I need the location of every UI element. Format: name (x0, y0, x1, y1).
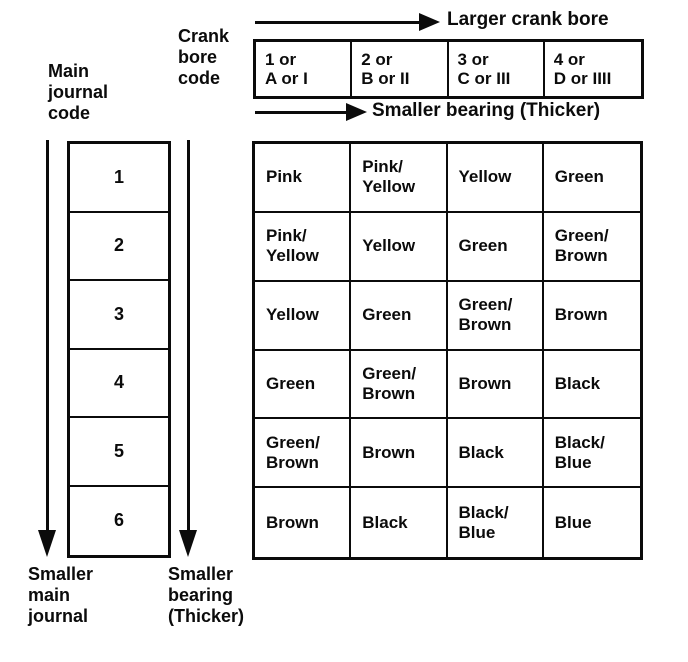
crank-bore-code-1: 1 or A or I (256, 42, 353, 96)
bearing-cell-r6-c2: Black (351, 488, 448, 557)
larger-crank-bore-label: Larger crank bore (447, 9, 609, 30)
smaller-bearing-arrow-line (255, 111, 347, 114)
crank-bore-code-4: 4 or D or IIII (553, 50, 612, 88)
main-journal-code-6: 6 (113, 510, 124, 531)
crank-bore-code-header-row: 1 or A or I 2 or B or II 3 or C or III 4… (253, 39, 644, 99)
bearing-cell-r1-c2: Pink/ Yellow (351, 144, 448, 213)
bearing-cell-r1-c1: Pink (255, 144, 352, 213)
bearing-cell-r4-c4: Black (543, 351, 640, 420)
crank-bore-code-label: Crank bore code (178, 26, 230, 88)
bearing-cell-r1-c3: Yellow (447, 144, 544, 213)
bearing-cell-r6-c3: Black/ Blue (448, 488, 544, 557)
bearing-cell-r3-c1: Yellow (255, 281, 352, 351)
bearing-cell-r5-c3: Black (447, 419, 544, 489)
right-arrowhead-icon (346, 103, 367, 121)
main-journal-code-5: 5 (70, 418, 168, 487)
bearing-cell-r6-c1: Brown (255, 488, 352, 557)
crank-bore-code-2: 2 or B or II (352, 42, 449, 96)
smaller-bearing-bottom-label: Smaller bearing (Thicker) (168, 564, 245, 626)
main-journal-code-column: 1 2 3 4 5 6 (67, 141, 171, 558)
bearing-cell-r4-c3: Brown (447, 350, 544, 420)
main-journal-code-4: 4 (70, 350, 168, 418)
bearing-cell-r3-c2: Green (351, 281, 448, 351)
main-journal-code-2: 2 (70, 213, 168, 281)
right-arrowhead-icon (419, 13, 440, 31)
bearing-cell-r2-c1: Pink/ Yellow (255, 212, 352, 282)
down-arrowhead-icon (179, 530, 197, 557)
bearing-color-table: Pink Pink/ Yellow Yellow Green Pink/ Yel… (252, 141, 643, 560)
bearing-cell-r2-c4: Green/ Brown (543, 213, 640, 282)
bearing-cell-r3-c4: Brown (543, 282, 640, 351)
smaller-bearing-top-label: Smaller bearing (Thicker) (372, 100, 601, 121)
smaller-bearing-arrow-line-vertical (187, 140, 190, 532)
bearing-cell-r5-c1: Green/ Brown (255, 419, 352, 489)
bearing-cell-r1-c4: Green (543, 144, 640, 213)
bearing-cell-r6-c4: Blue (554, 512, 592, 532)
bearing-cell-r3-c3: Green/ Brown (447, 281, 544, 351)
bearing-cell-r4-c2: Green/ Brown (351, 350, 448, 420)
down-arrowhead-icon (38, 530, 56, 557)
smaller-main-journal-label: Smaller main journal (28, 564, 94, 626)
main-journal-code-label: Main journal code (48, 61, 109, 123)
bearing-cell-r2-c2: Yellow (351, 212, 448, 282)
larger-crank-bore-arrow-line (255, 21, 421, 24)
bearing-cell-r5-c4: Black/ Blue (543, 419, 640, 489)
smaller-main-journal-arrow-line (46, 140, 49, 532)
bearing-cell-r4-c1: Green (255, 350, 352, 420)
crank-bore-code-3: 3 or C or III (449, 42, 545, 96)
bearing-cell-r2-c3: Green (447, 212, 544, 282)
main-journal-code-1: 1 (70, 144, 168, 213)
main-journal-code-3: 3 (70, 281, 168, 350)
bearing-cell-r5-c2: Brown (351, 419, 448, 489)
